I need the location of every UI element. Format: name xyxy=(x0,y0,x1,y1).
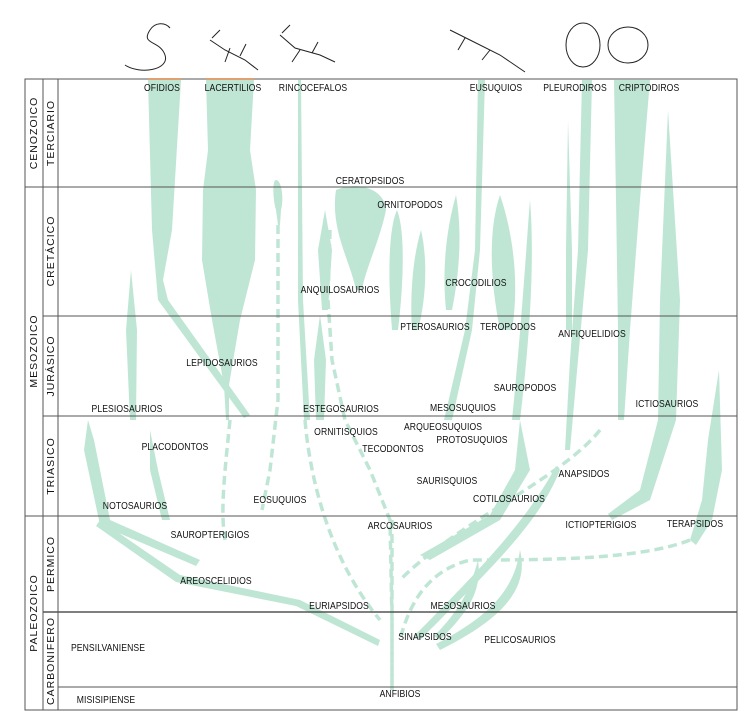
branch-ofidios xyxy=(148,80,250,418)
label-arcosaurios: ARCOSAURIOS xyxy=(367,520,433,532)
branch-pelicosaurios xyxy=(436,550,522,650)
label-sauropterigios: SAUROPTERIGIOS xyxy=(170,529,250,541)
period-triasico: TRIASICO xyxy=(45,437,57,495)
label-ornitisquios: ORNITISQUIOS xyxy=(314,426,378,438)
branch-mesosaurios xyxy=(434,560,479,640)
label-protosuquios: PROTOSUQUIOS xyxy=(436,434,508,446)
branch-plesiosaurios xyxy=(126,270,137,420)
label-euriapsidos: EURIAPSIDOS xyxy=(309,600,369,612)
period-terciario: TERCIARIO xyxy=(45,99,57,167)
branch-rincocefalos xyxy=(298,80,310,420)
era-cenozoico: CENOZOICO xyxy=(28,96,40,170)
branch-teropodos xyxy=(491,195,516,330)
label-crocodilios: CROCODILIOS xyxy=(445,277,507,289)
label-tecodontos: TECODONTOS xyxy=(362,443,424,455)
label-terapsidos: TERAPSIDOS xyxy=(666,518,724,530)
branch-criptodiros xyxy=(614,80,650,420)
label-ictiosaurios: ICTIOSAURIOS xyxy=(635,398,699,410)
label-ornitopodos: ORNITOPODOS xyxy=(377,199,443,211)
branch-ceratopsidos xyxy=(273,180,283,225)
label-sinapsidos: SINAPSIDOS xyxy=(398,631,452,643)
label-lepidosaurios: LEPIDOSAURIOS xyxy=(186,357,258,369)
branch-placodontos xyxy=(150,430,170,520)
label-cotilosaurios: COTILOSAURIOS xyxy=(473,493,545,505)
label-areoscelidios: AREOSCELIDIOS xyxy=(180,575,252,587)
animal-illustrations xyxy=(124,22,649,73)
time-grid xyxy=(24,78,738,711)
label-eusuquios: EUSUQUIOS xyxy=(469,82,523,94)
label-anfiquelidios: ANFIQUELIDIOS xyxy=(558,328,626,340)
label-sauropodos: SAUROPODOS xyxy=(493,382,557,394)
era-mesozoico: MESOZOICO xyxy=(28,314,40,388)
branch-eusuquios xyxy=(444,80,485,420)
branch-estegosaurios xyxy=(314,315,326,420)
label-placodontos: PLACODONTOS xyxy=(141,441,209,453)
dashed-lineages xyxy=(221,225,691,690)
crocodile-icon xyxy=(449,29,526,73)
branch-cret-2 xyxy=(411,230,426,330)
label-anfibios: ANFIBIOS xyxy=(379,688,421,700)
branch-ornitopodos xyxy=(334,186,386,290)
label-criptodiros: CRIPTODIROS xyxy=(618,82,680,94)
branch-pleurodiros-2 xyxy=(566,120,572,330)
period-jurasico: JURÁSICO xyxy=(45,335,57,397)
label-saurisquios: SAURISQUIOS xyxy=(416,475,478,487)
label-rincocefalos: RINCOCEFALOS xyxy=(278,82,348,94)
label-anapsidos: ANAPSIDOS xyxy=(558,468,610,480)
label-eosuquios: EOSUQUIOS xyxy=(253,494,307,506)
label-pleurodiros: PLEURODIROS xyxy=(543,82,607,94)
branch-lacertilios xyxy=(202,80,256,420)
label-mesosaurios: MESOSAURIOS xyxy=(430,600,496,612)
lizard-icon xyxy=(209,29,259,71)
turtle-pleurodira-icon xyxy=(565,22,601,68)
label-teropodos: TEROPODOS xyxy=(480,321,536,333)
label-pterosaurios: PTEROSAURIOS xyxy=(400,321,470,333)
label-ofidios: OFIDIOS xyxy=(144,82,180,94)
label-estegosaurios: ESTEGOSAURIOS xyxy=(303,403,379,415)
label-arqueosuquios: ARQUEOSUQUIOS xyxy=(403,421,483,433)
branch-anapsidos xyxy=(414,466,560,640)
snake-icon xyxy=(124,23,171,71)
label-anquilosaurios: ANQUILOSAURIOS xyxy=(300,284,380,296)
branch-cret-3 xyxy=(444,195,460,310)
branch-pleurodiros xyxy=(565,80,592,450)
era-paleozoico: PALEOZOICO xyxy=(28,574,40,652)
branch-cret-1 xyxy=(389,210,403,330)
period-carbonifero: CARBONIFERO xyxy=(45,616,57,706)
label-ictiopterigios: ICTIOPTERIGIOS xyxy=(565,519,637,531)
branch-ictiosaurios xyxy=(608,110,680,520)
label-lacertilios: LACERTILIOS xyxy=(204,82,262,94)
label-ceratopsidos: CERATOPSIDOS xyxy=(335,175,405,187)
branches xyxy=(84,80,722,650)
label-plesiosaurios: PLESIOSAURIOS xyxy=(91,403,163,415)
branch-sauropodos xyxy=(420,420,530,560)
branch-crocodilios xyxy=(512,200,532,420)
branch-terapsidos xyxy=(690,370,722,545)
subperiod-pensilvaniense: PENSILVANIENSE xyxy=(70,642,146,654)
period-permico: PERMICO xyxy=(45,535,57,593)
subperiod-misisipiense: MISISIPIENSE xyxy=(76,694,136,706)
period-cretacico: CRETÁCICO xyxy=(45,215,57,287)
label-pelicosaurios: PELICOSAURIOS xyxy=(484,634,556,646)
turtle-cryptodira-icon xyxy=(607,26,649,64)
label-notosaurios: NOTOSAURIOS xyxy=(102,500,168,512)
tuatara-icon xyxy=(279,24,336,63)
label-mesosuquios: MESOSUQUIOS xyxy=(430,402,496,414)
